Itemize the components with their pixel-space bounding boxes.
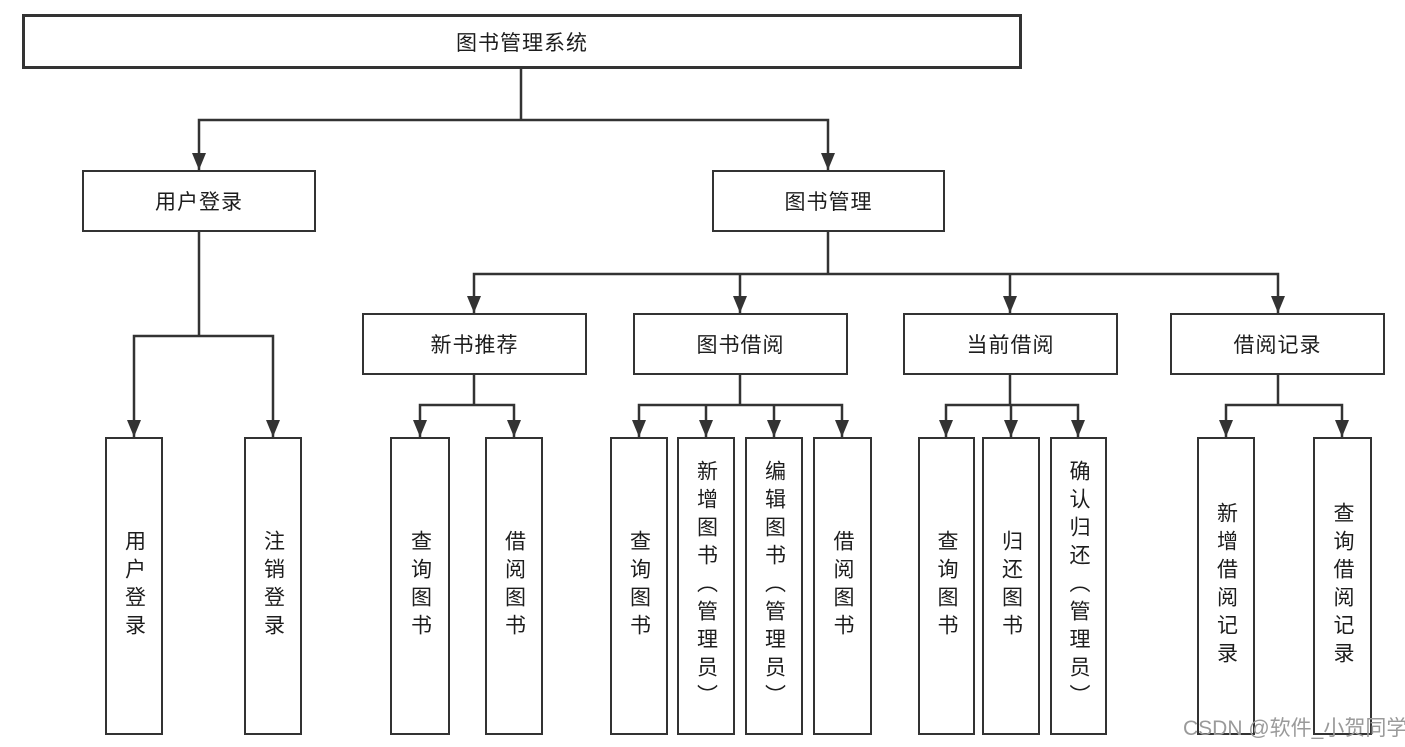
leaf-user-login: 用户登录 [105, 437, 163, 735]
node-book-borrow: 图书借阅 [633, 313, 848, 375]
leaf-logout: 注销登录 [244, 437, 302, 735]
node-user-login: 用户登录 [82, 170, 316, 232]
leaf-edit-book-admin: 编辑图书（管理员） [745, 437, 803, 735]
leaf-query-books-recommend: 查询图书 [390, 437, 450, 735]
csdn-watermark: CSDN @软件_小贺同学 [1183, 717, 1405, 740]
node-book-borrow-label: 图书借阅 [696, 334, 785, 357]
node-current-borrow-label: 当前借阅 [966, 334, 1055, 357]
node-book-management-label: 图书管理 [784, 191, 873, 214]
leaf-edit-book-admin-label: 编辑图书（管理员） [762, 460, 786, 712]
leaf-query-borrow-record-label: 查询借阅记录 [1331, 502, 1354, 670]
leaf-return-book-label: 归还图书 [999, 530, 1023, 642]
node-book-management: 图书管理 [712, 170, 945, 232]
leaf-return-book: 归还图书 [982, 437, 1040, 735]
node-current-borrow: 当前借阅 [903, 313, 1118, 375]
leaf-query-books-borrow-label: 查询图书 [627, 530, 651, 642]
node-library-management-system-label: 图书管理系统 [456, 31, 588, 55]
node-borrow-records-label: 借阅记录 [1233, 334, 1322, 357]
leaf-query-books-current-label: 查询图书 [935, 530, 958, 642]
leaf-borrow-books-borrow: 借阅图书 [813, 437, 872, 735]
leaf-query-books-borrow: 查询图书 [610, 437, 668, 735]
leaf-logout-label: 注销登录 [261, 530, 285, 642]
leaf-confirm-return-admin-label: 确认归还（管理员） [1067, 460, 1090, 712]
node-user-login-label: 用户登录 [155, 191, 243, 214]
leaf-query-borrow-record: 查询借阅记录 [1313, 437, 1372, 735]
node-new-book-recommend: 新书推荐 [362, 313, 587, 375]
leaf-confirm-return-admin: 确认归还（管理员） [1050, 437, 1107, 735]
leaf-add-borrow-record-label: 新增借阅记录 [1214, 502, 1238, 670]
leaf-borrow-books-recommend-label: 借阅图书 [502, 530, 526, 642]
leaf-add-borrow-record: 新增借阅记录 [1197, 437, 1255, 735]
node-library-management-system: 图书管理系统 [22, 14, 1022, 69]
node-borrow-records: 借阅记录 [1170, 313, 1385, 375]
leaf-add-book-admin: 新增图书（管理员） [677, 437, 735, 735]
leaf-add-book-admin-label: 新增图书（管理员） [694, 460, 718, 712]
node-new-book-recommend-label: 新书推荐 [430, 334, 519, 357]
leaf-borrow-books-recommend: 借阅图书 [485, 437, 543, 735]
leaf-user-login-label: 用户登录 [122, 530, 146, 642]
leaf-query-books-recommend-label: 查询图书 [408, 530, 432, 642]
leaf-query-books-current: 查询图书 [918, 437, 975, 735]
leaf-borrow-books-borrow-label: 借阅图书 [831, 530, 854, 642]
arrowheads [127, 153, 1349, 437]
